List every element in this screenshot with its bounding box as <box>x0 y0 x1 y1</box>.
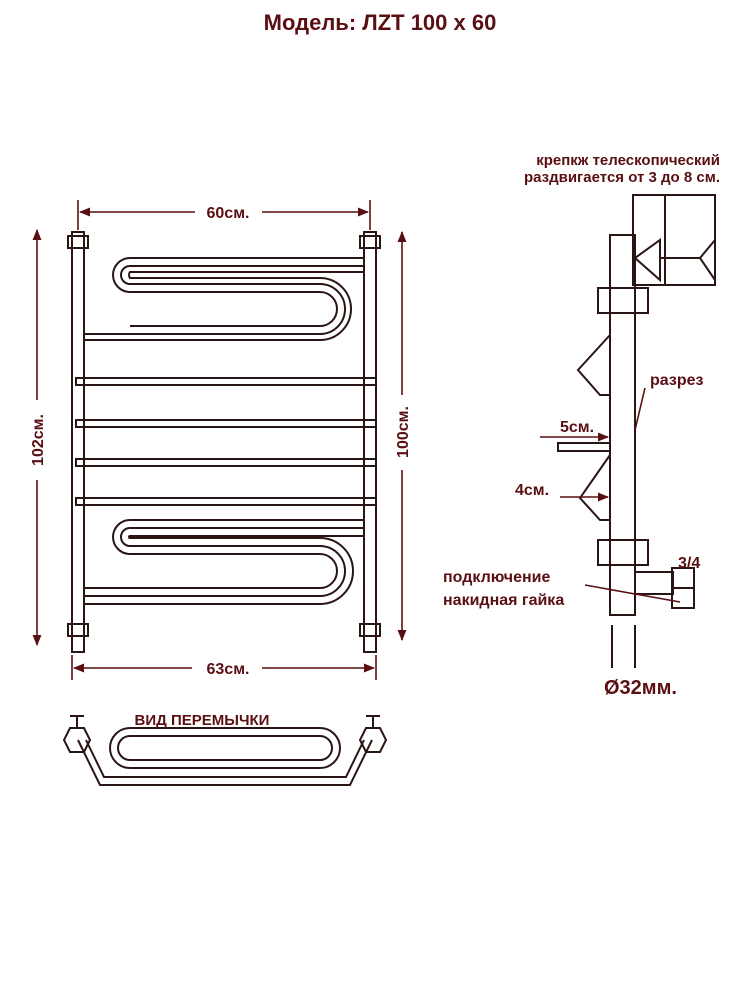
serpentine-top <box>84 257 364 341</box>
cap <box>359 235 381 249</box>
offset-5-label: 5см. <box>560 419 594 436</box>
crossbars <box>75 377 377 506</box>
connection-label-line2: накидная гайка <box>443 592 564 609</box>
dimension-lines <box>32 200 407 680</box>
connection-label-line1: подключение <box>443 569 550 586</box>
offset-4-label: 4см. <box>515 482 549 499</box>
cap <box>67 623 89 637</box>
bracket-label-line1: крепкж телескопический <box>536 152 720 169</box>
model-title: Модель: ЛZT 100 х 60 <box>264 10 497 35</box>
bracket-label-line2: раздвигается от 3 до 8 см. <box>524 169 720 186</box>
jumper-view <box>62 715 388 786</box>
height-left-label: 102см. <box>30 414 47 466</box>
section-label: разрез <box>650 372 703 389</box>
cap <box>359 623 381 637</box>
height-right-label: 100см. <box>395 406 412 458</box>
thread-label: 3/4 <box>678 555 700 572</box>
cap <box>67 235 89 249</box>
front-view <box>67 231 381 653</box>
left-rail <box>71 231 85 653</box>
side-tube <box>609 234 636 616</box>
diameter-label: Ø32мм. <box>604 677 677 699</box>
width-bottom-label: 63см. <box>207 661 250 678</box>
side-view <box>540 194 716 668</box>
width-top-label: 60см. <box>207 205 250 222</box>
right-rail <box>363 231 377 653</box>
serpentine-bottom <box>84 519 364 605</box>
jumper-view-label: ВИД ПЕРЕМЫЧКИ <box>135 712 270 729</box>
